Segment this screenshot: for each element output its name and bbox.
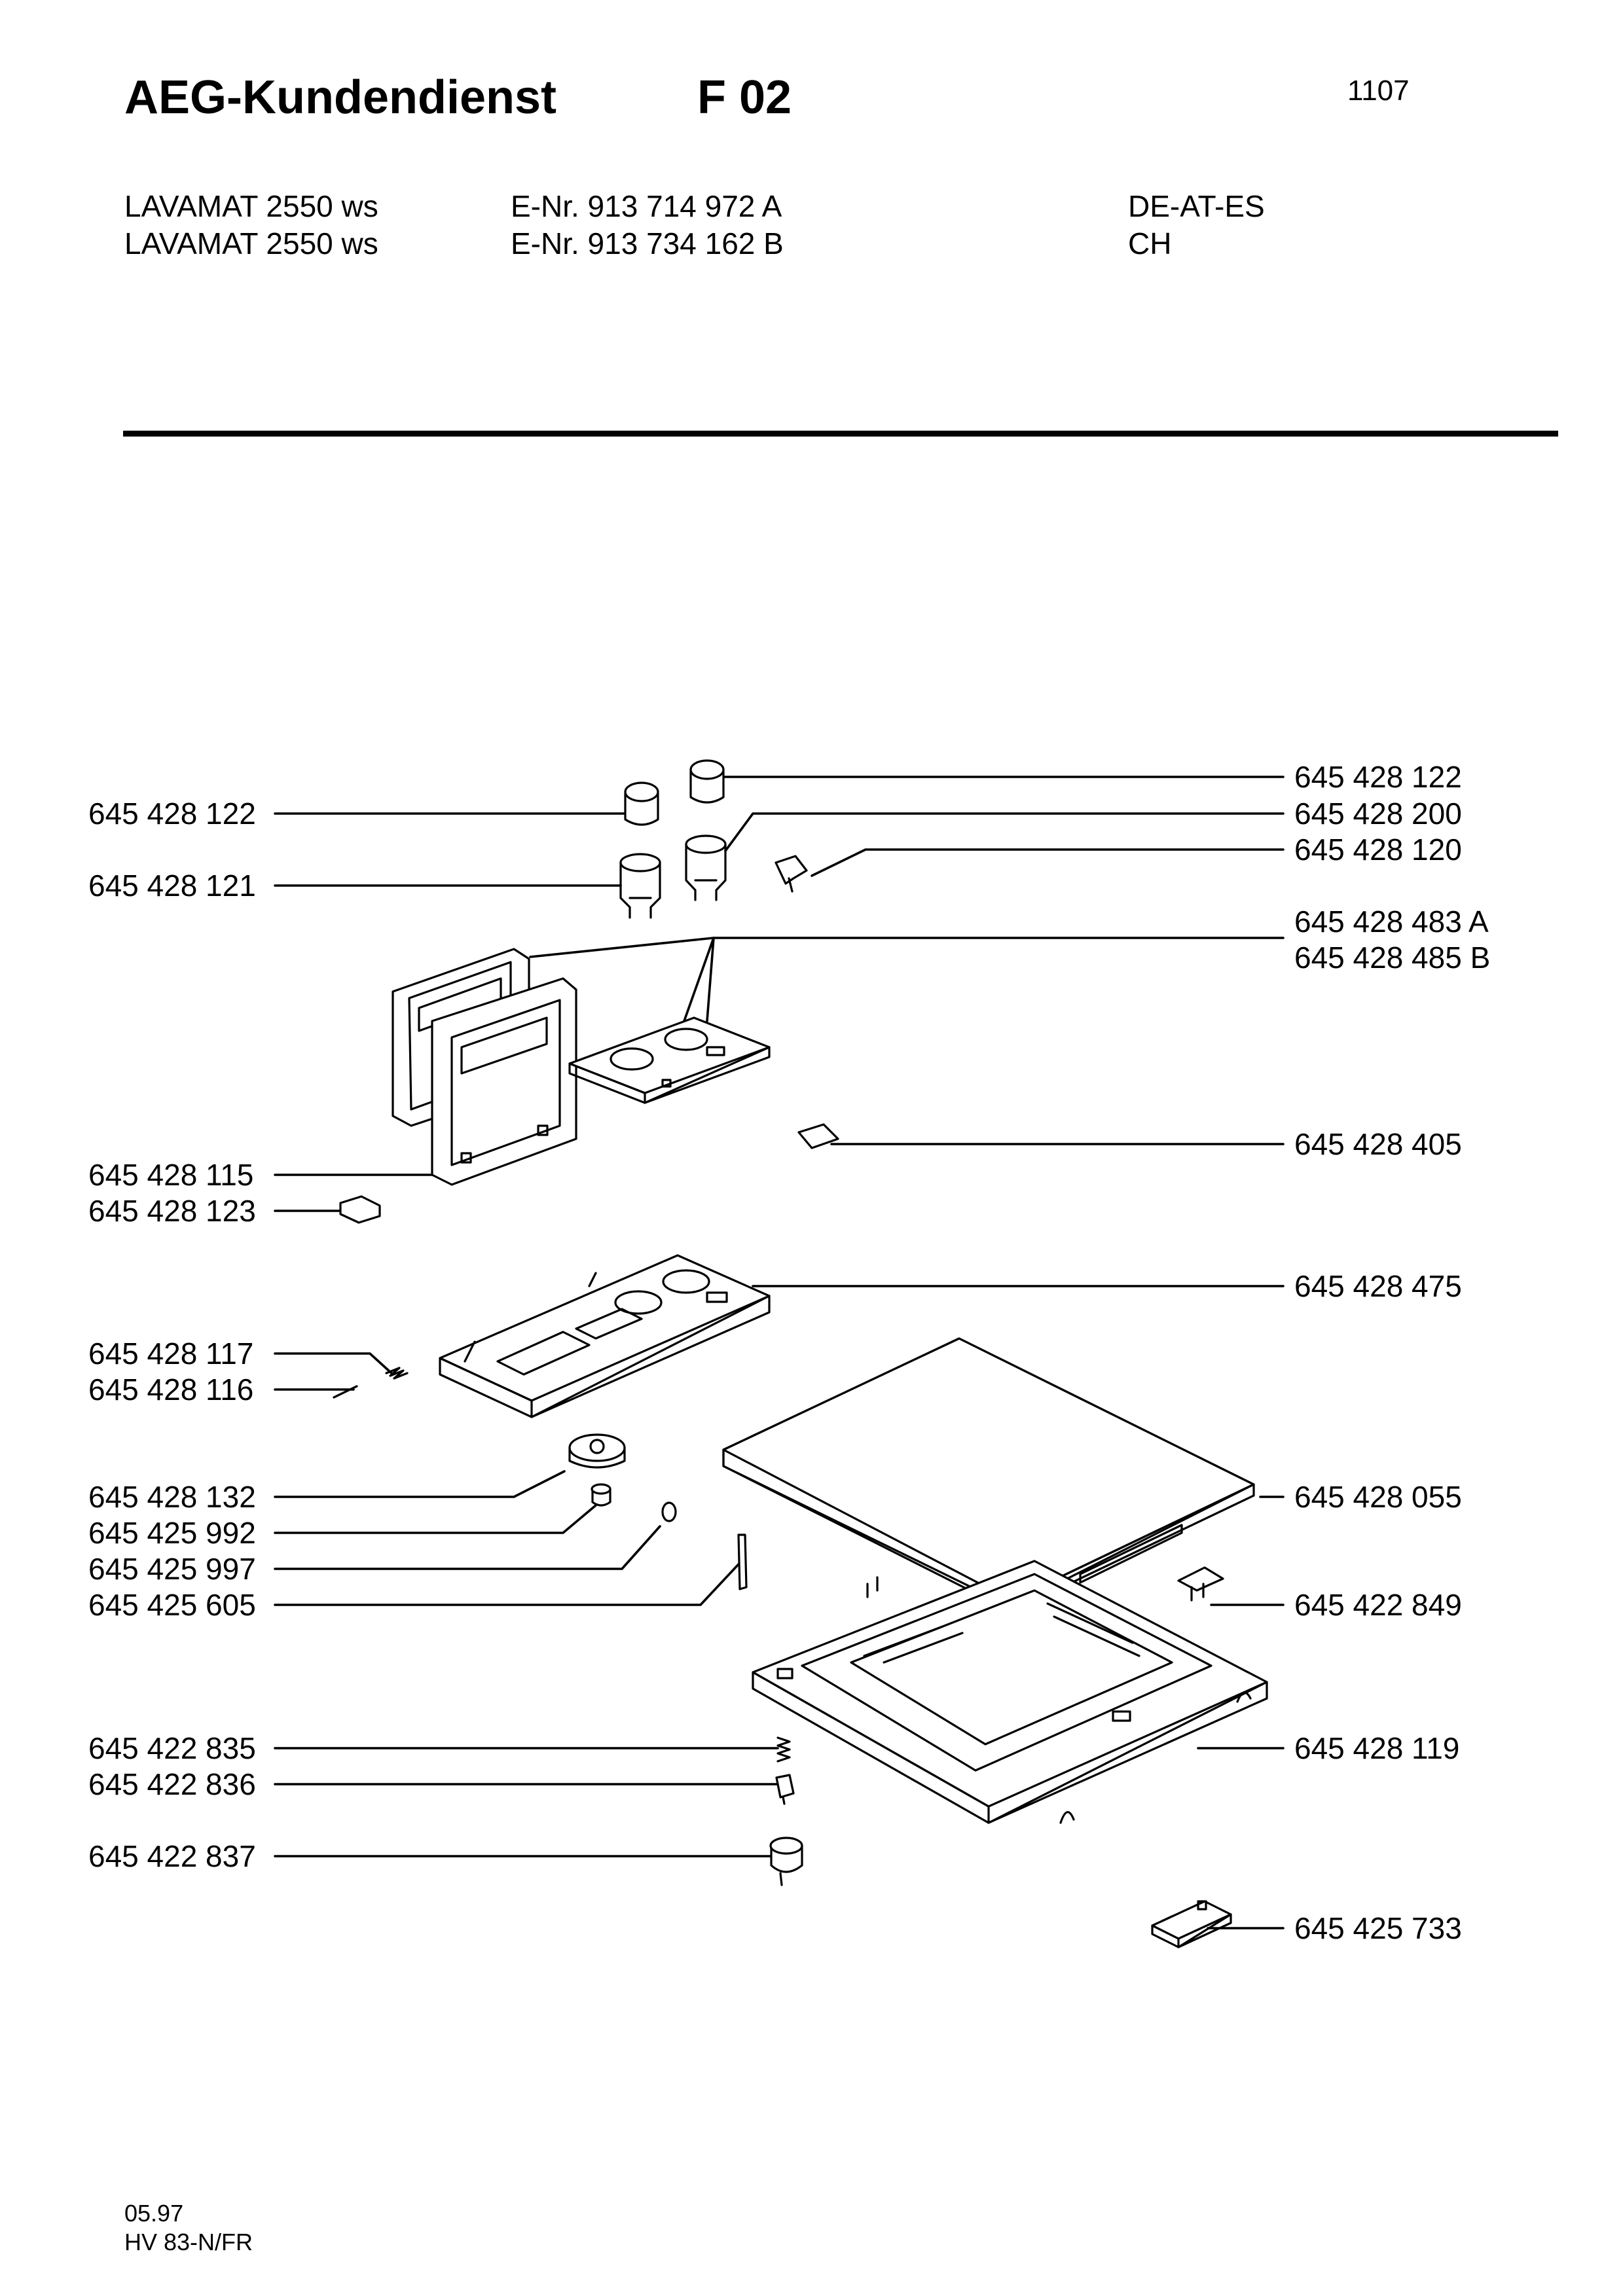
small-selector-part [775, 855, 808, 893]
small-pad [797, 1123, 839, 1149]
part-label-left-11: 645 422 835 [88, 1731, 256, 1765]
part-label-left-8: 645 425 992 [88, 1516, 256, 1550]
small-clip [339, 1195, 381, 1224]
header-rule [123, 431, 1558, 437]
leader-left-5 [274, 1352, 393, 1374]
pin-part [333, 1385, 358, 1399]
knob-holder-left [619, 853, 661, 919]
top-lid [722, 1337, 1255, 1613]
model-name-2: LAVAMAT 2550 ws [124, 226, 378, 260]
part-label-right-7: 645 428 475 [1294, 1269, 1462, 1303]
model-countries-2: CH [1128, 226, 1172, 260]
control-panel-base [439, 1254, 771, 1418]
knob-cap-left [624, 781, 659, 826]
leader-left-9 [274, 1525, 661, 1570]
knob-cap-right [689, 759, 725, 804]
part-label-left-4: 645 428 123 [88, 1194, 256, 1228]
leader-left-7 [274, 1470, 566, 1498]
part-label-right-5: 645 428 485 B [1294, 941, 1491, 975]
footer-code: HV 83-N/FR [124, 2229, 253, 2255]
small-spring [776, 1736, 791, 1763]
small-knob [591, 1483, 611, 1507]
left-leader-lines [274, 812, 779, 1857]
part-label-left-2: 645 428 121 [88, 869, 256, 903]
part-label-left-12: 645 422 836 [88, 1767, 256, 1801]
part-label-left-10: 645 425 605 [88, 1588, 256, 1622]
lever-part [737, 1534, 748, 1590]
knob-panel-plate [568, 1016, 771, 1104]
section-code: F 02 [697, 71, 792, 124]
part-label-right-4: 645 428 483 A [1294, 905, 1489, 939]
leader-right-4 [683, 937, 1285, 1022]
model-enr-2: E-Nr. 913 734 162 B [511, 226, 784, 260]
part-label-left-9: 645 425 997 [88, 1552, 256, 1586]
rotary-selector [568, 1433, 626, 1469]
small-ring [661, 1501, 677, 1522]
bushing [775, 1774, 795, 1805]
knob-holder-right [685, 834, 727, 901]
part-label-right-6: 645 428 405 [1294, 1127, 1462, 1161]
part-label-right-1: 645 428 122 [1294, 760, 1462, 794]
part-label-left-6: 645 428 116 [88, 1372, 254, 1407]
part-label-left-13: 645 422 837 [88, 1839, 256, 1873]
part-label-right-11: 645 425 733 [1294, 1911, 1462, 1945]
cover-frame [392, 948, 577, 1186]
leader-right-2 [724, 812, 1285, 852]
part-label-right-2: 645 428 200 [1294, 797, 1462, 831]
foot-cap [769, 1837, 803, 1886]
part-label-right-9: 645 422 849 [1294, 1588, 1462, 1622]
model-enr-1: E-Nr. 913 714 972 A [511, 189, 782, 223]
part-label-left-5: 645 428 117 [88, 1336, 254, 1371]
part-label-left-1: 645 428 122 [88, 797, 256, 831]
part-label-left-3: 645 428 115 [88, 1158, 254, 1192]
part-label-right-10: 645 428 119 [1294, 1731, 1460, 1765]
spring-part [385, 1367, 409, 1380]
part-label-right-3: 645 428 120 [1294, 833, 1462, 867]
brand-title: AEG-Kundendienst [124, 71, 556, 124]
hinge-bracket [1177, 1566, 1224, 1602]
model-name-1: LAVAMAT 2550 ws [124, 189, 378, 223]
leader-left-8 [274, 1504, 597, 1534]
footer-date: 05.97 [124, 2200, 184, 2227]
leader-left-10 [274, 1563, 740, 1606]
right-leader-lines [529, 776, 1285, 1929]
base-frame [752, 1560, 1268, 1824]
leader-right-3 [811, 848, 1285, 877]
door-lock [1151, 1900, 1232, 1948]
part-label-left-7: 645 428 132 [88, 1480, 256, 1514]
part-label-right-8: 645 428 055 [1294, 1480, 1462, 1514]
leader-right-4c [529, 937, 715, 958]
leader-right-4b [706, 937, 715, 1022]
model-countries-1: DE-AT-ES [1128, 189, 1265, 223]
page-number: 1107 [1347, 75, 1410, 107]
